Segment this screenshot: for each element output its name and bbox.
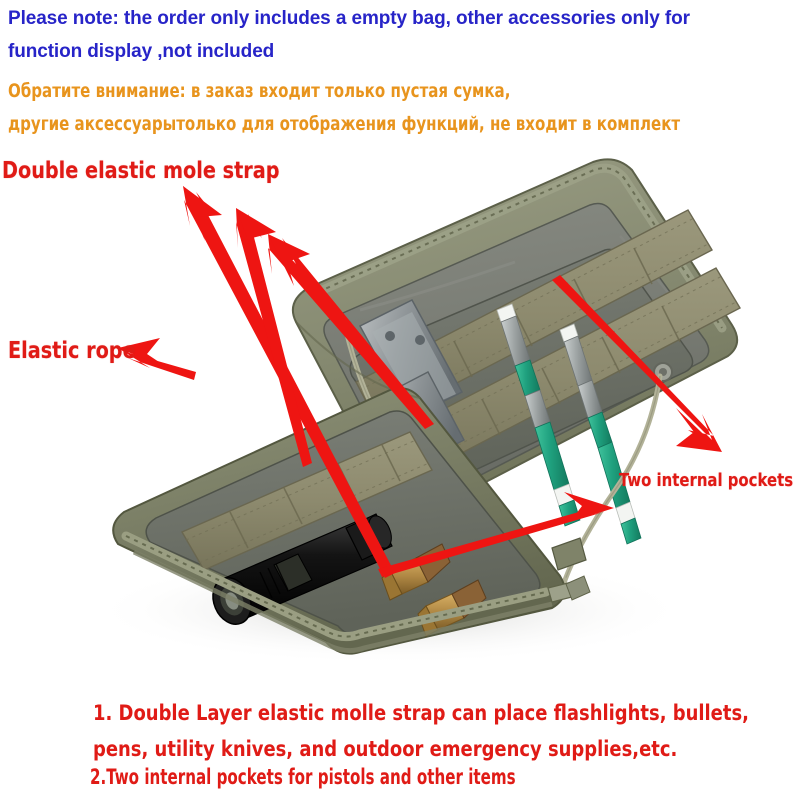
note-russian-line1: Обратите внимание: в заказ входит только… [8,80,511,102]
note-russian-line2: другие аксессуарытолько для отображения … [8,113,681,135]
callout-double-elastic-mole-strap: Double elastic mole strap [2,158,280,184]
note-english-line1: Please note: the order only includes a e… [8,8,690,29]
note-english-line2: function display ,not included [8,41,275,62]
caption-line-3: 2.Two internal pockets for pistols and o… [90,765,516,789]
caption-line-2: pens, utility knives, and outdoor emerge… [93,737,678,761]
pen-left [496,303,581,527]
zipper-pull [547,575,591,603]
grommet-icon [653,362,673,382]
caption-line-1: 1. Double Layer elastic molle strap can … [93,701,749,725]
product-photo [60,140,760,660]
callout-elastic-rope: Elastic rope [8,338,136,364]
side-grab-tab [551,537,587,571]
callout-two-internal-pockets: Two internal pockets [619,470,794,491]
